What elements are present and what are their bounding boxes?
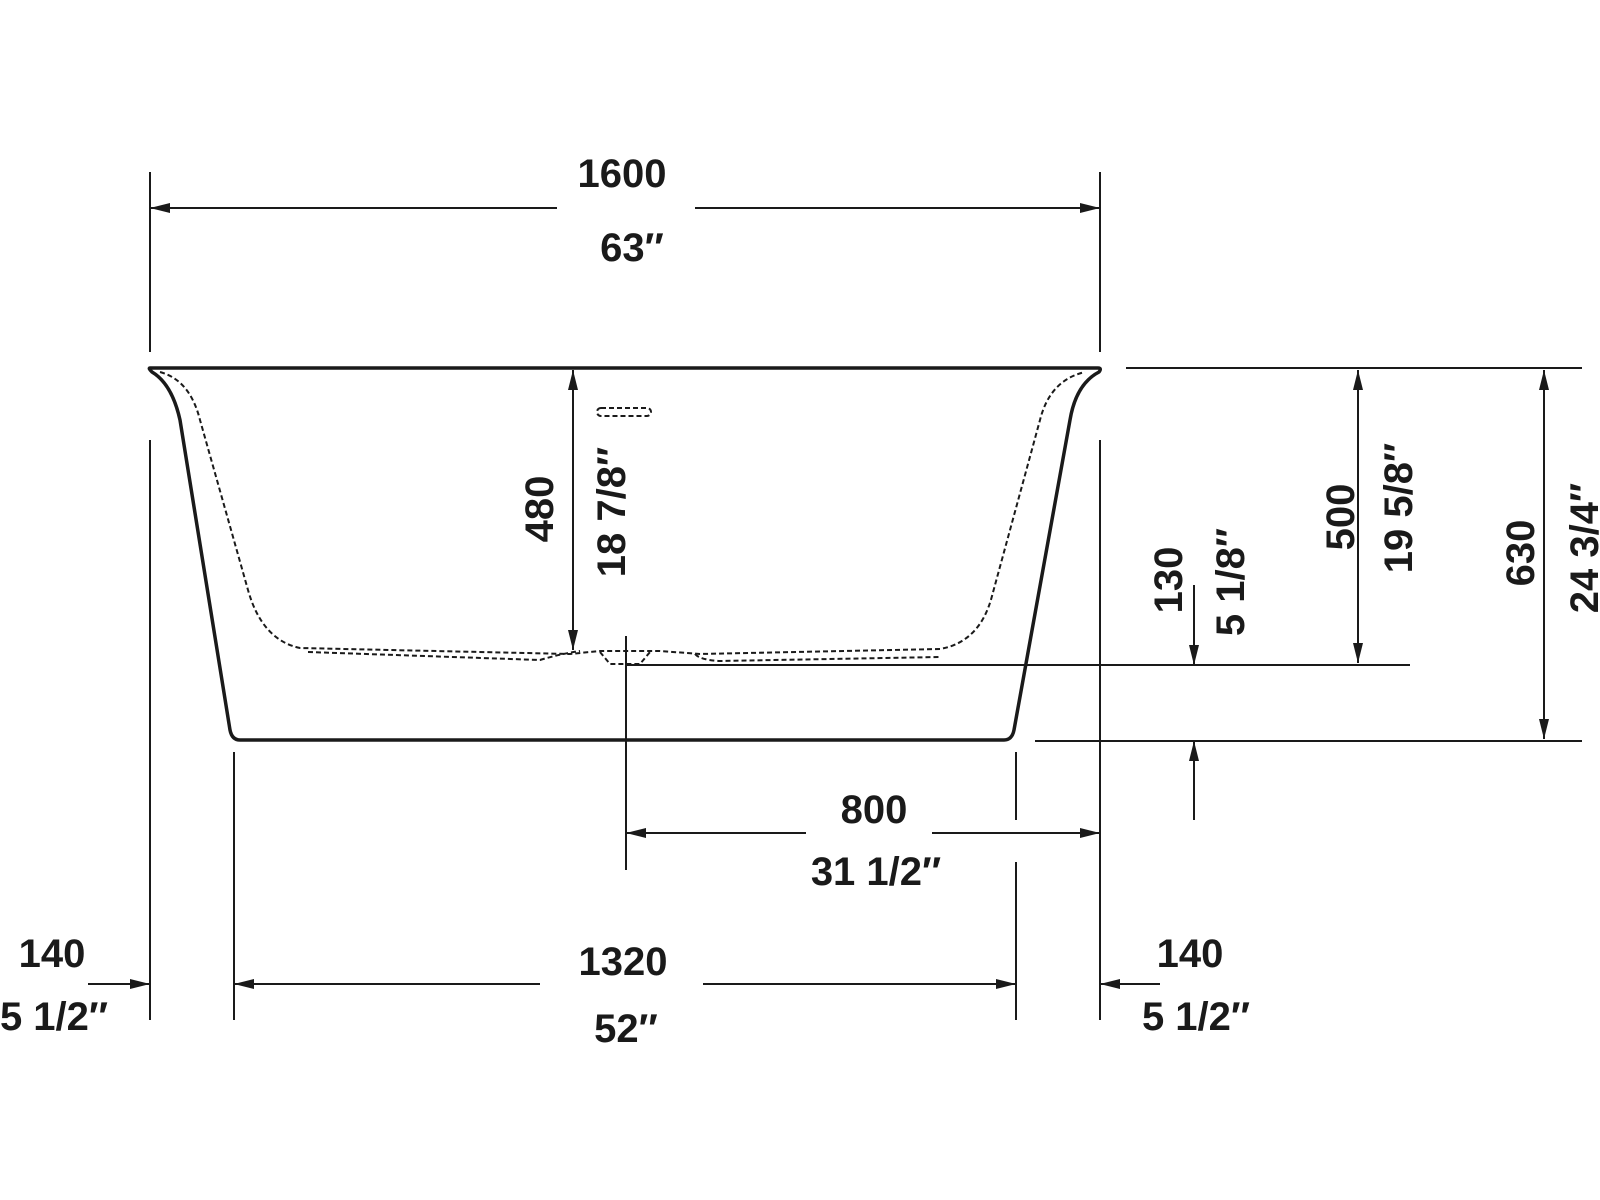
right-reference-lines [626, 367, 1582, 742]
drain-to-base-mm: 130 [1147, 547, 1191, 614]
base-width-mm: 1320 [579, 940, 668, 984]
total-height-mm: 630 [1499, 520, 1543, 587]
left-overhang-in: 5 1/2″ [0, 995, 108, 1039]
overall-width-in: 63″ [600, 226, 664, 270]
dim-base-width: 1320 52″ [234, 940, 1016, 1051]
drain-offset-in: 31 1/2″ [811, 850, 941, 894]
overflow-icon [596, 407, 652, 417]
tub-inner-basin [159, 371, 1086, 665]
total-height-in: 24 3/4″ [1563, 483, 1600, 613]
height-to-drain-in: 19 5/8″ [1377, 443, 1421, 573]
drain-to-base-in: 5 1/8″ [1209, 528, 1253, 636]
dim-depth-inside: 480 18 7/8″ [518, 370, 634, 650]
lower-extension-lines [149, 440, 1101, 1020]
right-overhang-in: 5 1/2″ [1142, 995, 1250, 1039]
base-width-in: 52″ [594, 1007, 658, 1051]
dim-right-overhang: 140 5 1/2″ [1100, 932, 1250, 1039]
dim-drain-offset: 800 31 1/2″ [626, 788, 1100, 894]
height-to-drain-mm: 500 [1319, 484, 1363, 551]
dim-height-to-drain: 500 19 5/8″ [1319, 370, 1421, 663]
dim-total-height: 630 24 3/4″ [1499, 370, 1600, 739]
depth-inside-in: 18 7/8″ [590, 447, 634, 577]
overall-width-mm: 1600 [578, 152, 667, 196]
tub-outline [147, 366, 1103, 742]
left-overhang-mm: 140 [19, 932, 86, 976]
dim-overall-width: 1600 63″ [149, 152, 1101, 352]
dim-left-overhang: 140 5 1/2″ [0, 932, 150, 1039]
dim-drain-to-base: 130 5 1/8″ [1147, 528, 1253, 820]
depth-inside-mm: 480 [518, 476, 562, 543]
drain-offset-mm: 800 [841, 788, 908, 832]
right-overhang-mm: 140 [1157, 932, 1224, 976]
